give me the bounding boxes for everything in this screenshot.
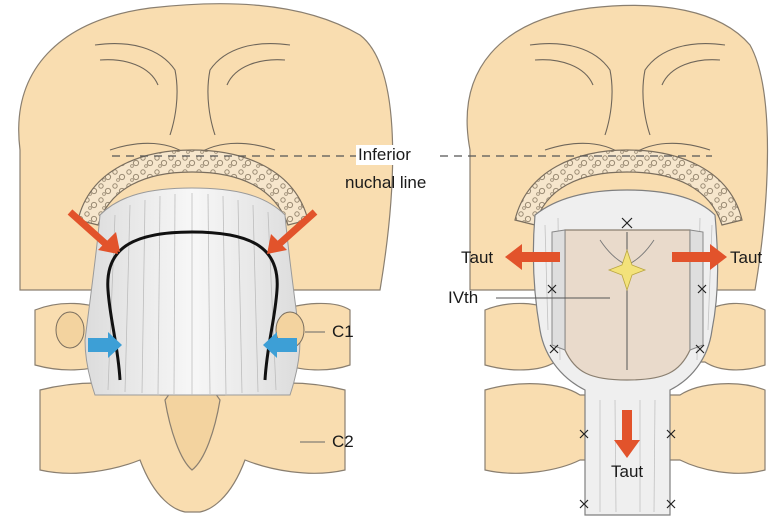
right-panel bbox=[467, 5, 767, 515]
label-c1: C1 bbox=[332, 322, 354, 342]
graft-edge-left bbox=[552, 230, 565, 350]
label-ivth: IVth bbox=[448, 288, 478, 308]
label-taut-right: Taut bbox=[730, 248, 762, 268]
label-nuchal-line: nuchal line bbox=[345, 173, 426, 193]
label-taut-left: Taut bbox=[461, 248, 493, 268]
label-inferior: Inferior bbox=[356, 145, 413, 165]
label-taut-bottom: Taut bbox=[611, 462, 643, 482]
label-c2: C2 bbox=[332, 432, 354, 452]
c1-lateral-mass-left-a bbox=[56, 312, 84, 348]
